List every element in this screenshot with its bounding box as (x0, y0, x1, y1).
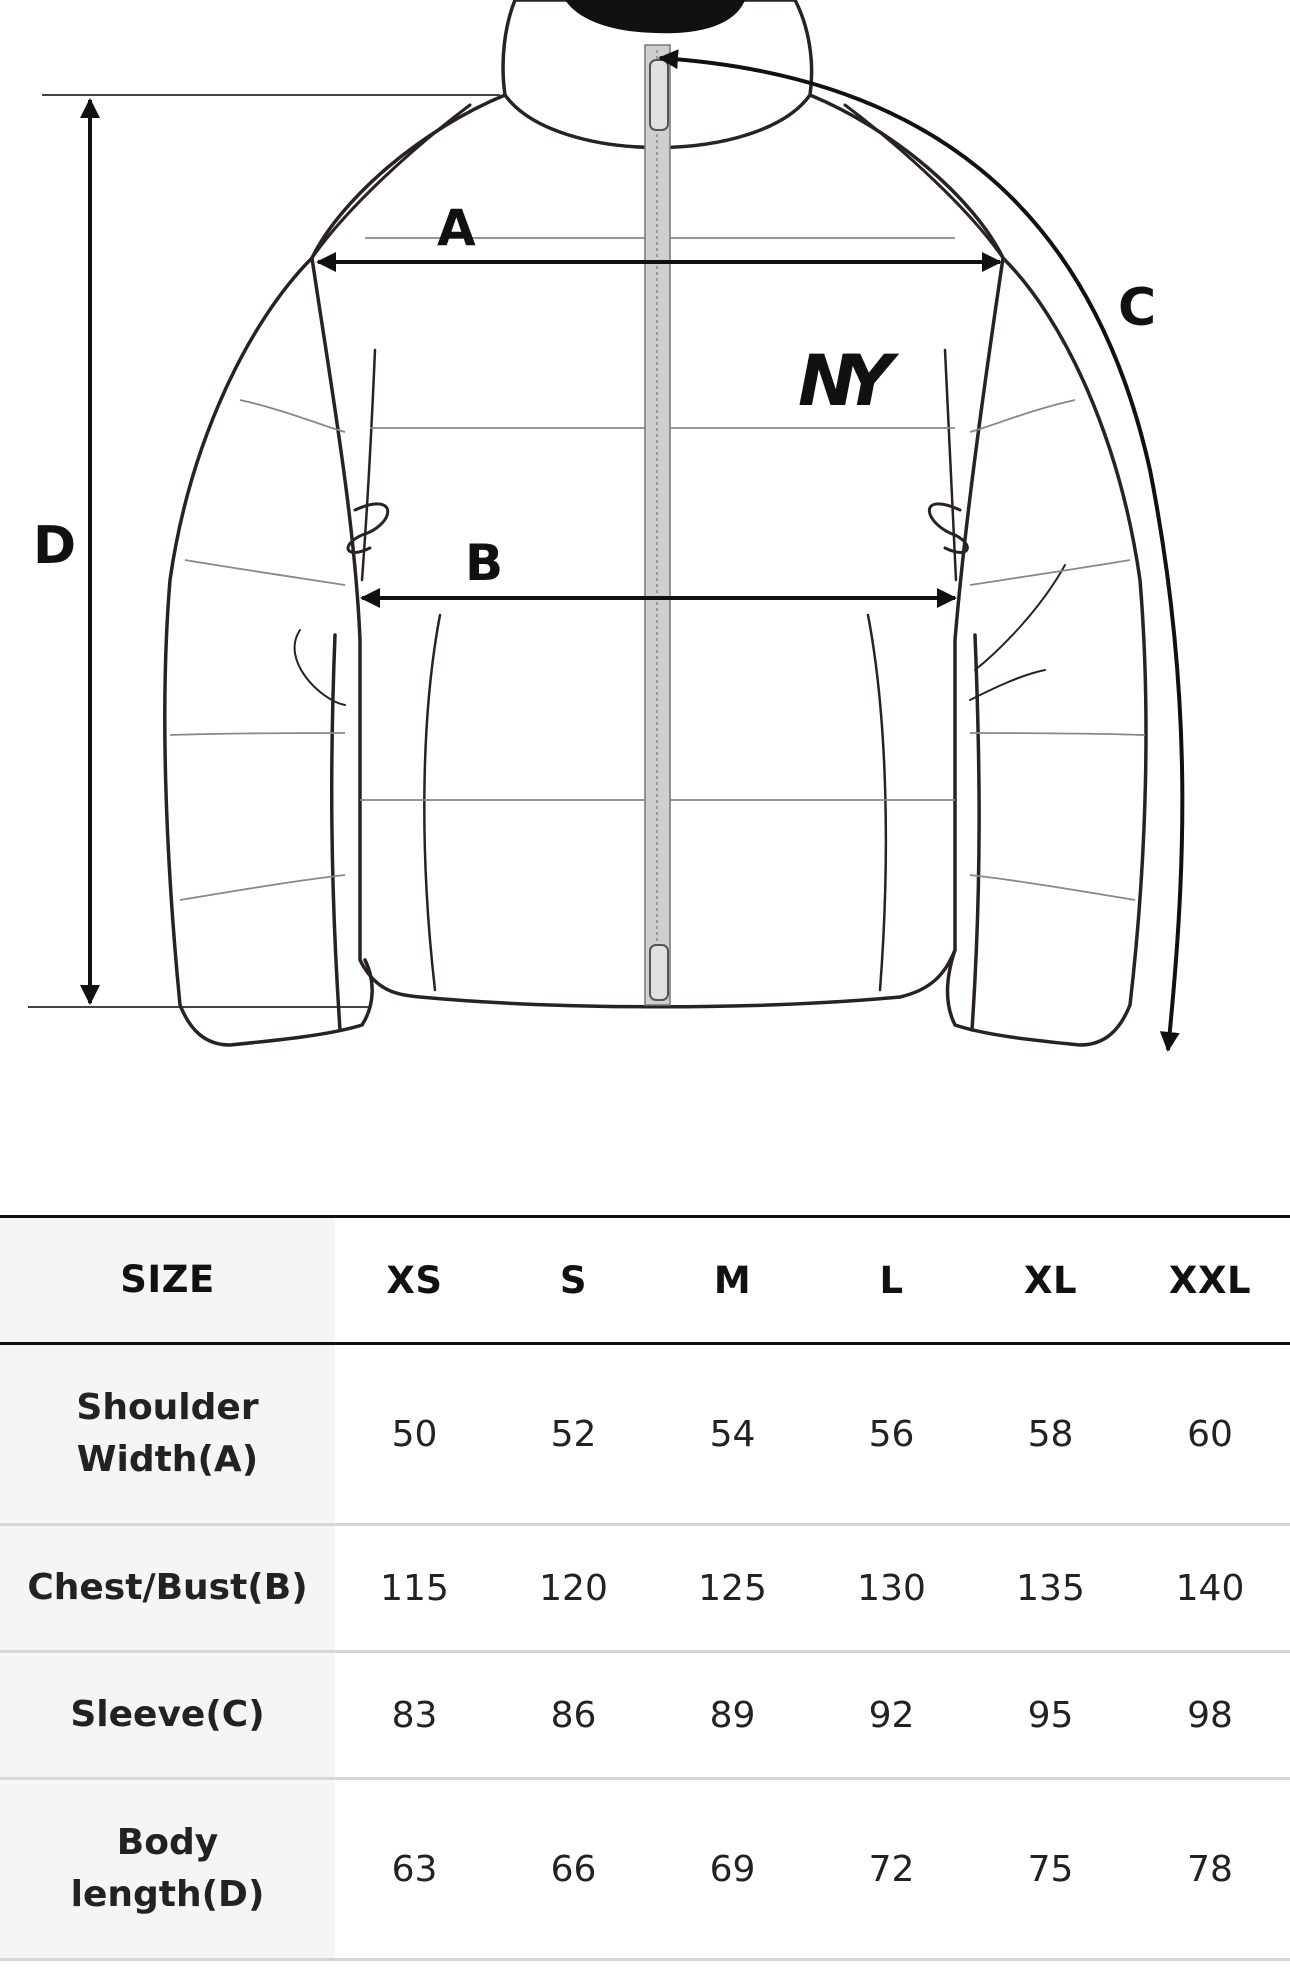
table-cell: 140 (1175, 1567, 1245, 1609)
table-cell: 125 (698, 1567, 767, 1609)
table-cell: 56 (868, 1413, 915, 1455)
table-cell: 135 (1016, 1567, 1085, 1609)
label-c: C (1118, 278, 1156, 338)
table-row: Body length(D) 63 66 69 72 75 78 (0, 1778, 1290, 1960)
guide-lines (28, 94, 500, 1008)
label-a: A (437, 199, 476, 257)
row-label-sleeve: Sleeve(C) (0, 1651, 335, 1779)
size-xl-header: XL (1023, 1258, 1078, 1302)
label-d: D (33, 516, 76, 576)
size-s-header: S (559, 1258, 588, 1302)
table-cell: 52 (550, 1413, 597, 1455)
size-chart-table: SIZE XS S M L XL XXL Shoulder Width(A) 5… (0, 1215, 1290, 1961)
size-xxl-header: XXL (1168, 1258, 1252, 1302)
size-m-header: M (713, 1258, 752, 1302)
size-xs-header: XS (386, 1258, 443, 1302)
zipper (644, 44, 671, 1006)
size-l-header: L (879, 1258, 904, 1302)
measurement-arrows (80, 49, 1185, 1052)
table-cell: 86 (550, 1694, 597, 1736)
table-cell: 60 (1187, 1413, 1233, 1455)
collar-fur (565, 0, 745, 34)
label-b: B (465, 534, 503, 592)
table-cell: 54 (709, 1413, 756, 1455)
table-cell: 50 (391, 1413, 438, 1455)
table-cell: 63 (391, 1848, 438, 1890)
table-cell: 89 (709, 1694, 756, 1736)
row-label-shoulder-width: Shoulder Width(A) (0, 1343, 335, 1525)
table-cell: 83 (391, 1694, 438, 1736)
table-cell: 58 (1027, 1413, 1074, 1455)
table-cell: 75 (1027, 1848, 1074, 1890)
table-cell: 69 (709, 1848, 756, 1890)
table-row: Shoulder Width(A) 50 52 54 56 58 60 (0, 1343, 1290, 1525)
table-cell: 130 (857, 1567, 926, 1609)
row-label-body-length: Body length(D) (0, 1778, 335, 1960)
size-header: SIZE (0, 1216, 335, 1344)
table-cell: 95 (1027, 1694, 1074, 1736)
table-cell: 72 (868, 1848, 915, 1890)
table-cell: 120 (539, 1567, 608, 1609)
size-header-row: SIZE XS S M L XL XXL (0, 1216, 1290, 1344)
table-cell: 78 (1187, 1848, 1233, 1890)
table-row: Chest/Bust(B) 115 120 125 130 135 140 (0, 1524, 1290, 1652)
table-cell: 98 (1187, 1694, 1233, 1736)
jacket-measurement-diagram: NY A B C D (28, 0, 1185, 1052)
table-row: Sleeve(C) 83 86 89 92 95 98 (0, 1651, 1290, 1779)
table-cell: 92 (868, 1694, 915, 1736)
table-cell: 66 (550, 1848, 597, 1890)
table-cell: 115 (380, 1567, 449, 1609)
row-label-chest-bust: Chest/Bust(B) (0, 1524, 335, 1652)
team-logo: NY (798, 340, 900, 422)
